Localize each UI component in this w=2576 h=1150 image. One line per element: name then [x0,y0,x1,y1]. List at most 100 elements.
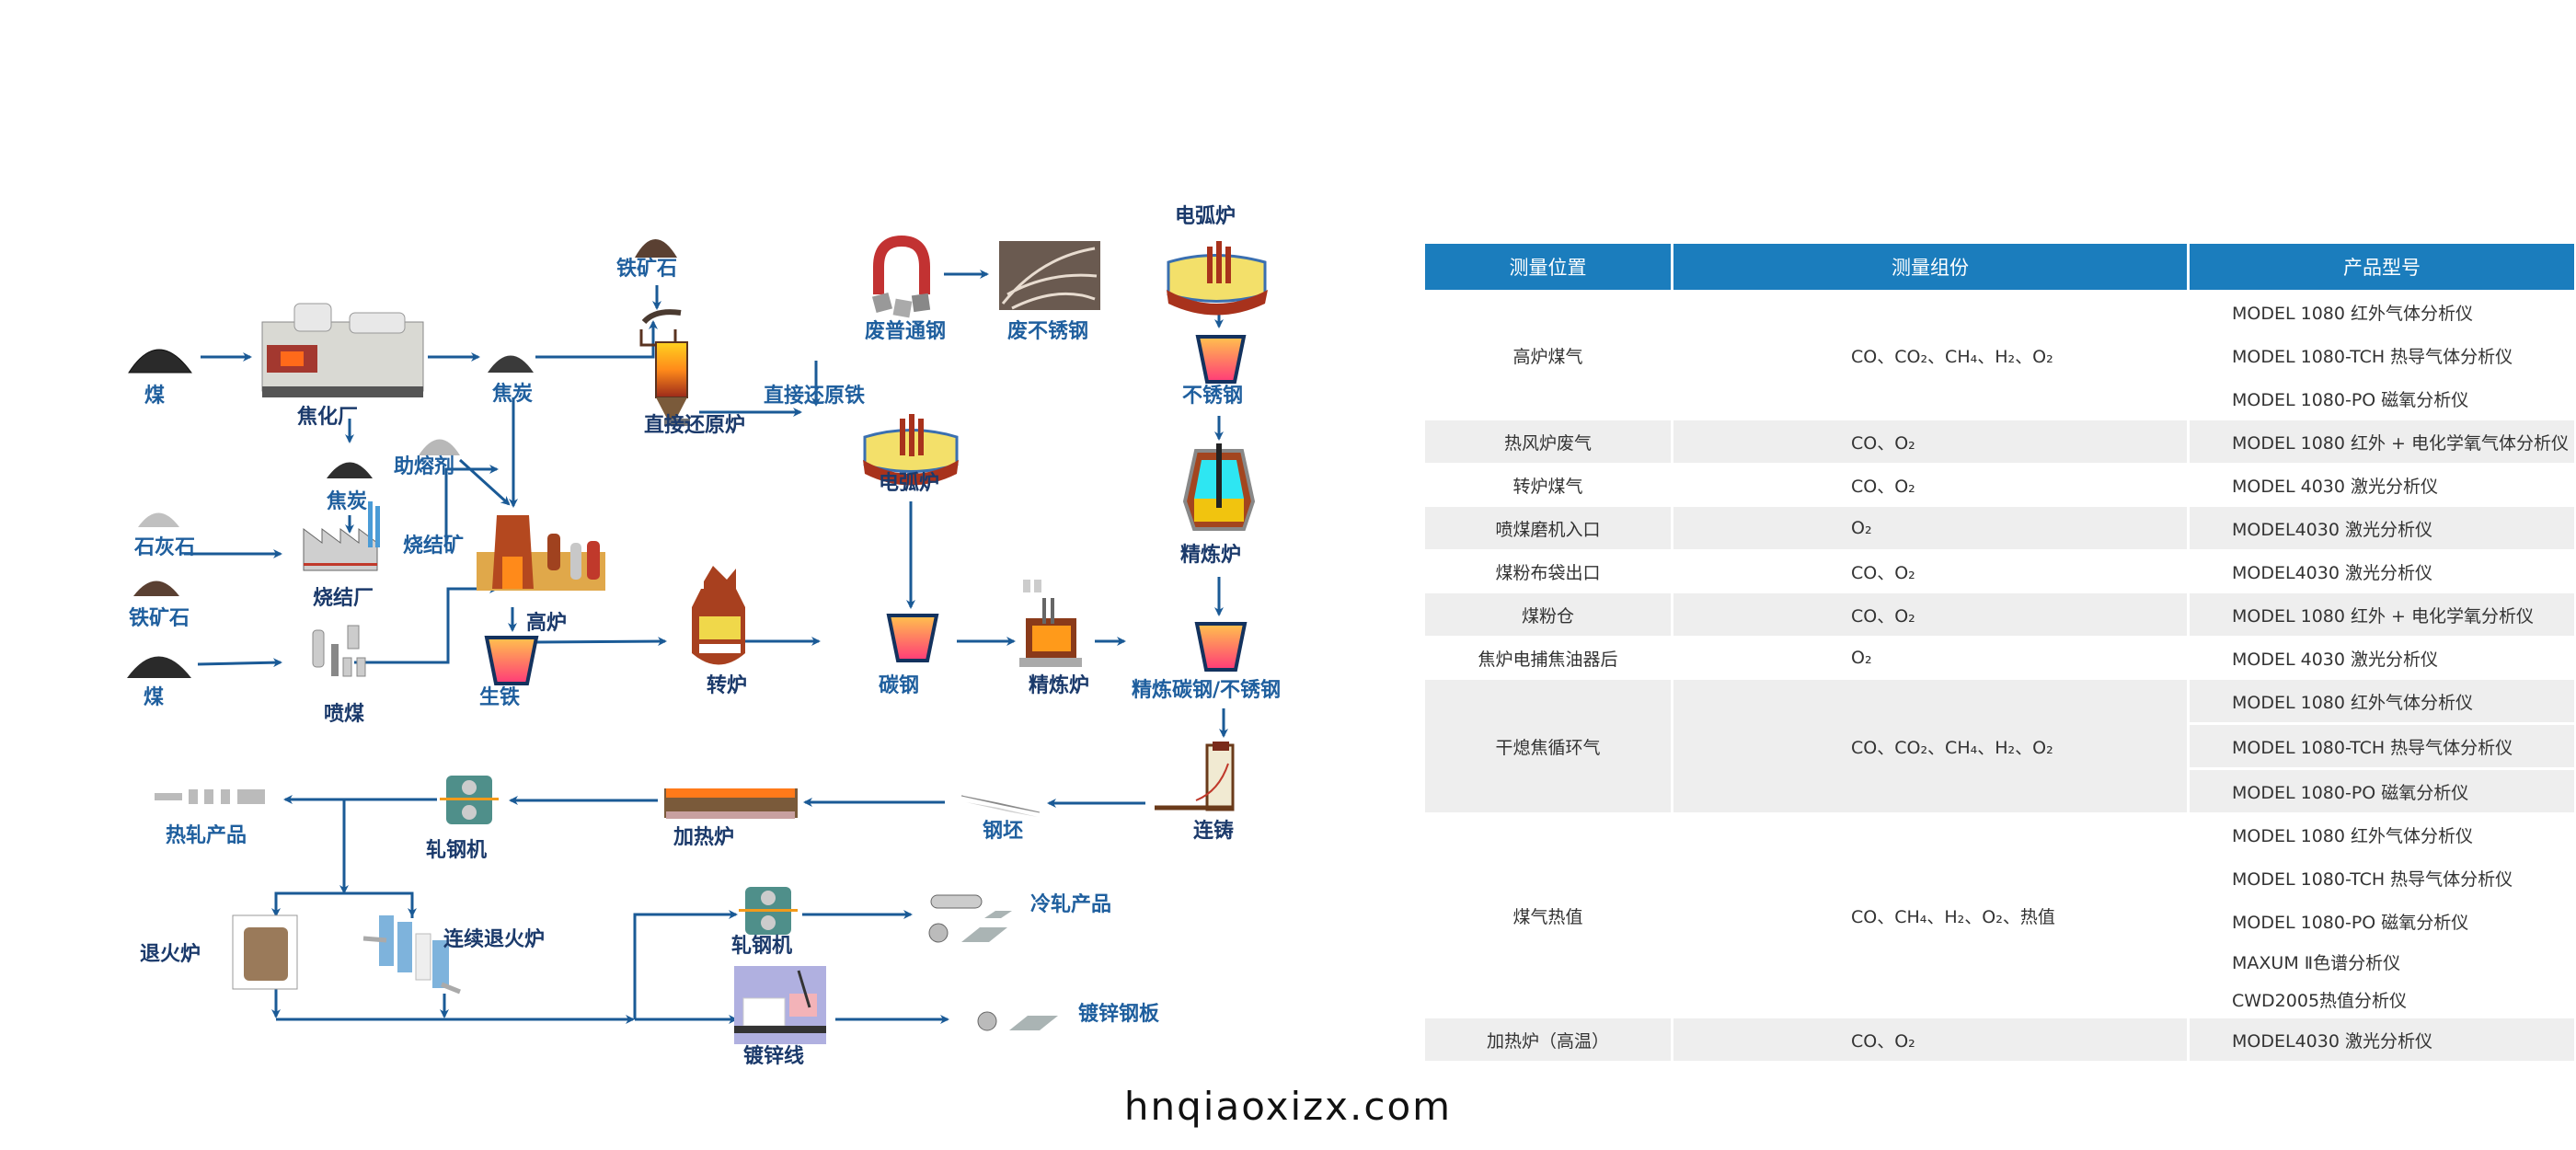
scrap-magnet-icon [871,235,931,318]
blast-furnace-icon [477,515,605,591]
label-stainless-steel: 不锈钢 [1182,385,1244,408]
label-blast-furnace: 高炉 [526,612,568,635]
label-annealing-furnace: 退火炉 [140,943,201,966]
refining-furnace-icon [1182,443,1256,531]
label-refined-steel: 精炼碳钢/不锈钢 [1132,679,1282,702]
direct-reduction-furnace-icon [639,309,690,426]
continuous-casting-icon [1155,742,1235,811]
cell-product-model: MODEL4030 激光分析仪 [2190,1018,2574,1061]
label-converter: 转炉 [707,674,748,697]
cell-measured-components: CO、O₂ [1673,592,2190,636]
flow-arrows [184,270,1228,1024]
annealing-furnace-icon [232,914,298,990]
label-coal-2: 煤 [144,686,165,709]
label-coking-plant: 焦化厂 [297,406,359,429]
label-scrap-stainless: 废不锈钢 [1007,320,1089,343]
cell-product-model: MODEL4030 激光分析仪 [2190,506,2574,549]
label-refining-furnace-top: 精炼炉 [1180,544,1242,567]
cell-measurement-position: 焦炉电捕焦油器后 [1425,636,1673,679]
cell-measurement-position: 加热炉（高温） [1425,1018,1673,1061]
label-iron-ore-left: 铁矿石 [129,607,190,630]
cell-product-model: MODEL 1080-PO 磁氧分析仪 [2190,899,2574,942]
table-row: CWD2005热值分析仪 [1425,980,2574,1018]
cell-measurement-position: 煤粉布袋出口 [1425,549,1673,592]
cell-product-model: MODEL 1080 红外气体分析仪 [2190,679,2574,722]
header-measured-components: 测量组份 [1673,244,2190,290]
arrow-branch-split [274,891,414,918]
sinter-plant-icon [303,501,380,571]
arrow-injection-to-bf [354,584,499,664]
cell-measurement-position: 煤气热值 [1425,812,1673,1018]
label-continuous-annealing-furnace: 连续退火炉 [443,928,546,951]
cell-measured-components: CO、CO₂、CH₄、H₂、O₂ [1673,679,2190,812]
label-sinter-plant: 烧结厂 [313,587,374,610]
label-coal: 煤 [144,385,166,408]
rolling-mill-icon [440,776,499,824]
label-coke: 焦炭 [492,383,534,406]
header-measurement-position: 测量位置 [1425,244,1673,290]
label-coal-injection: 喷煤 [324,703,365,726]
label-pig-iron: 生铁 [479,686,521,709]
steel-process-flow-diagram: 煤 焦化厂 焦炭 铁矿石 直接还原炉 直接还原铁 废普通钢 废不锈钢 电弧炉 电… [127,207,1282,1068]
galvanizing-line-icon [734,966,826,1044]
cell-product-model: MODEL 4030 激光分析仪 [2190,636,2574,679]
coal-pile-icon [127,656,191,678]
pig-iron-ladle-icon [484,636,539,685]
arrow-coke-to-dri [535,320,658,359]
table-row: MODEL 1080-TCH 热导气体分析仪 [1425,722,2574,767]
label-sinter-ore: 烧结矿 [403,535,465,558]
label-coke-2: 焦炭 [327,490,368,513]
reheating-furnace-icon [664,788,798,819]
label-carbon-steel: 碳钢 [879,674,920,697]
rolling-mill-icon [739,887,798,935]
table-row: MAXUM Ⅱ色谱分析仪 [1425,942,2574,980]
iron-ore-pile-icon [635,239,677,258]
table-row: MODEL 1080-PO 磁氧分析仪 [1425,899,2574,942]
refined-steel-ladle-icon [1194,622,1248,672]
cell-product-model: MODEL 1080-TCH 热导气体分析仪 [2190,333,2574,376]
flux-pile-icon [419,439,460,455]
cell-measured-components: CO、CO₂、CH₄、H₂、O₂ [1673,290,2190,420]
cell-product-model: MODEL 1080-TCH 热导气体分析仪 [2190,722,2574,767]
carbon-steel-ladle-icon [886,614,939,662]
cell-product-model: MODEL 1080 红外 + 电化学氧气体分析仪 [2190,420,2574,463]
arrow-pig-iron-to-converter [535,637,667,647]
cell-measurement-position: 喷煤磨机入口 [1425,506,1673,549]
galvanized-sheet-icon [977,1011,1058,1031]
label-rolling-mill-2: 轧钢机 [731,935,793,958]
label-iron-ore: 铁矿石 [616,258,678,281]
label-rolling-mill-1: 轧钢机 [426,839,488,862]
cell-product-model: MODEL4030 激光分析仪 [2190,549,2574,592]
label-galvanizing-line: 镀锌线 [743,1045,805,1068]
label-direct-reduction-furnace: 直接还原炉 [644,414,746,437]
cell-product-model: MODEL 1080-PO 磁氧分析仪 [2190,767,2574,812]
iron-ore-pile-icon [133,581,179,596]
arrow-coal2-to-injection [197,658,282,668]
coke-pile-icon [488,355,534,373]
cell-measured-components: CO、O₂ [1673,420,2190,463]
label-galvanized-sheet: 镀锌钢板 [1078,1003,1160,1026]
coal-pile-icon [128,349,192,374]
label-refining-furnace-mid: 精炼炉 [1029,674,1090,697]
label-scrap-carbon-steel: 废普通钢 [865,320,947,343]
electric-arc-furnace-icon [863,414,959,486]
converter-icon [692,566,745,665]
cell-measurement-position: 热风炉废气 [1425,420,1673,463]
label-eaf-mid: 电弧炉 [879,472,940,495]
coal-injection-icon [312,625,366,677]
label-direct-reduced-iron: 直接还原铁 [764,385,866,408]
cell-product-model: MAXUM Ⅱ色谱分析仪 [2190,942,2574,980]
cell-product-model: MODEL 1080 红外 + 电化学氧分析仪 [2190,592,2574,636]
label-cold-rolled-products: 冷轧产品 [1030,893,1112,916]
